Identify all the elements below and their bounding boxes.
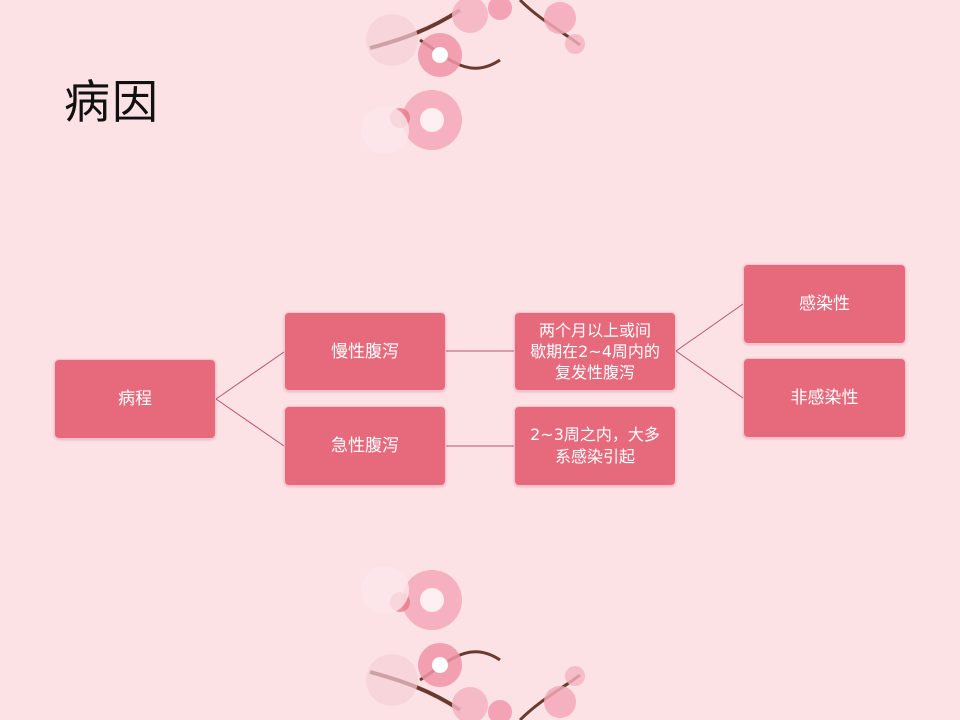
node-chronic-description: 两个月以上或间 歇期在2~4周内的 复发性腹泻 xyxy=(514,312,676,391)
node-chronic-description-text: 两个月以上或间 歇期在2~4周内的 复发性腹泻 xyxy=(530,321,660,382)
connector-desc-infectious xyxy=(675,303,744,352)
node-non-infectious: 非感染性 xyxy=(743,358,906,438)
node-infectious-label: 感染性 xyxy=(799,294,850,314)
node-non-infectious-label: 非感染性 xyxy=(790,388,859,408)
slide-title: 病因 xyxy=(64,75,160,129)
node-course: 病程 xyxy=(54,359,216,439)
node-course-label: 病程 xyxy=(118,389,152,409)
connector-root-acute xyxy=(215,398,285,447)
node-acute-description-text: 2~3周之内，大多 系感染引起 xyxy=(530,425,660,466)
node-chronic-label: 慢性腹泻 xyxy=(331,341,399,362)
node-infectious: 感染性 xyxy=(743,264,906,344)
connector-root-chronic xyxy=(215,351,285,400)
bottom-blossom-branch xyxy=(361,566,585,720)
connector-desc-noninfectious xyxy=(675,350,744,399)
node-acute-description: 2~3周之内，大多 系感染引起 xyxy=(514,406,676,486)
top-blossom-branch xyxy=(361,0,585,154)
node-acute-diarrhea: 急性腹泻 xyxy=(284,406,446,486)
node-chronic-diarrhea: 慢性腹泻 xyxy=(284,312,446,391)
node-acute-label: 急性腹泻 xyxy=(331,436,399,456)
